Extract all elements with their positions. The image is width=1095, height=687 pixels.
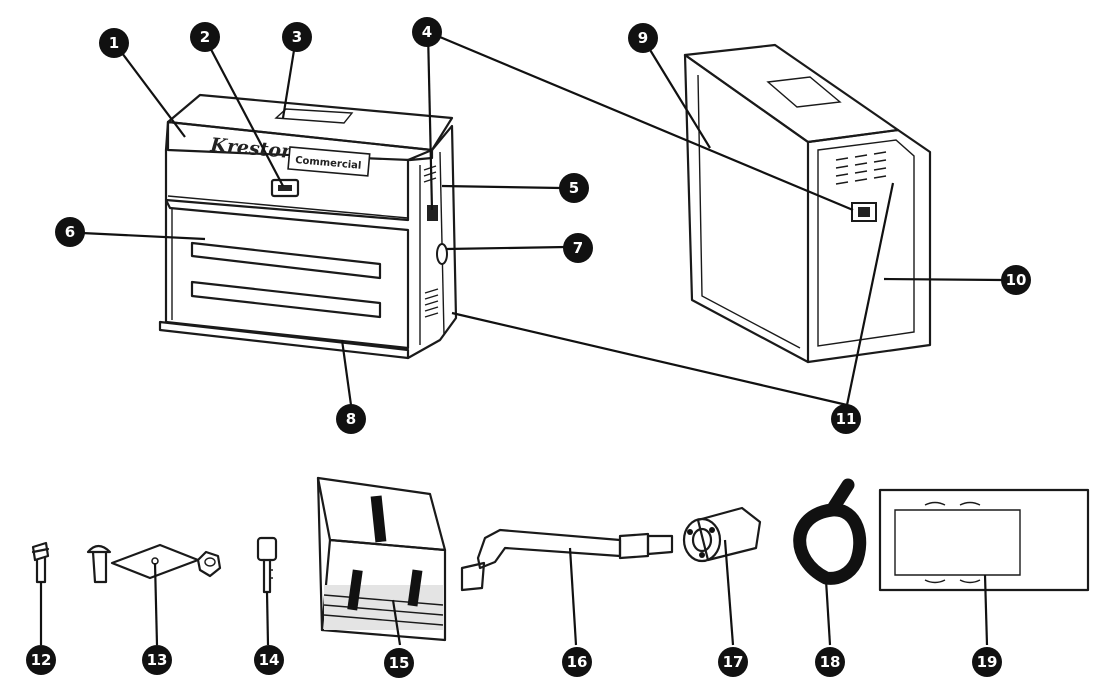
side-cabinet: [683, 43, 932, 364]
callout-10-label: 10: [1006, 271, 1027, 289]
callout-3-label: 3: [292, 28, 302, 46]
callout-14-label: 14: [259, 651, 280, 669]
callout-16: 16: [562, 647, 592, 677]
side-handle: [436, 243, 448, 265]
callout-10: 10: [1001, 265, 1031, 295]
callout-14: 14: [254, 645, 284, 675]
lower-side-vents: [424, 288, 439, 318]
callout-3: 3: [282, 22, 312, 52]
velcro-strap: [347, 569, 363, 611]
callout-13-label: 13: [147, 651, 168, 669]
socket: [682, 506, 762, 563]
callout-18-label: 18: [820, 653, 841, 671]
callout-1-label: 1: [109, 34, 119, 52]
callout-13: 13: [142, 645, 172, 675]
callout-9: 9: [628, 23, 658, 53]
callout-19: 19: [972, 647, 1002, 677]
callout-8: 8: [336, 404, 366, 434]
callout-6: 6: [55, 217, 85, 247]
key: [256, 536, 278, 594]
rubber-handle-grip: [793, 478, 867, 585]
callout-4-label: 4: [422, 23, 432, 41]
callout-19-label: 19: [977, 653, 998, 671]
callout-15: 15: [384, 648, 414, 678]
callout-17-label: 17: [723, 653, 744, 671]
bolt-plate-nut: [86, 543, 222, 584]
leader-lines: [39, 30, 1003, 646]
callout-16-label: 16: [567, 653, 588, 671]
callout-7: 7: [563, 233, 593, 263]
velcro-strap: [370, 495, 387, 543]
side-lock-hasp: [427, 205, 438, 221]
callout-11: 11: [831, 404, 861, 434]
callout-1: 1: [99, 28, 129, 58]
cabinet-vents: [835, 151, 887, 185]
callout-8-label: 8: [346, 410, 356, 428]
callout-6-label: 6: [65, 223, 75, 241]
callout-12: 12: [26, 645, 56, 675]
callout-11-label: 11: [836, 410, 857, 428]
callout-7-label: 7: [573, 239, 583, 257]
callout-15-label: 15: [389, 654, 410, 672]
callout-17: 17: [718, 647, 748, 677]
brand-logo: Kreston: [209, 134, 296, 163]
drawer-liner: [878, 488, 1090, 592]
callout-12-label: 12: [31, 651, 52, 669]
callout-2: 2: [190, 22, 220, 52]
velcro-strap: [407, 569, 423, 607]
callout-2-label: 2: [200, 28, 210, 46]
l-wrench: [460, 528, 674, 592]
bolt: [31, 541, 50, 584]
callout-5: 5: [559, 173, 589, 203]
hardware-bag: [316, 476, 447, 642]
callout-4: 4: [412, 17, 442, 47]
callout-18: 18: [815, 647, 845, 677]
callout-9-label: 9: [638, 29, 648, 47]
tool-chest: Kreston Commercial: [158, 93, 458, 360]
callout-5-label: 5: [569, 179, 579, 197]
